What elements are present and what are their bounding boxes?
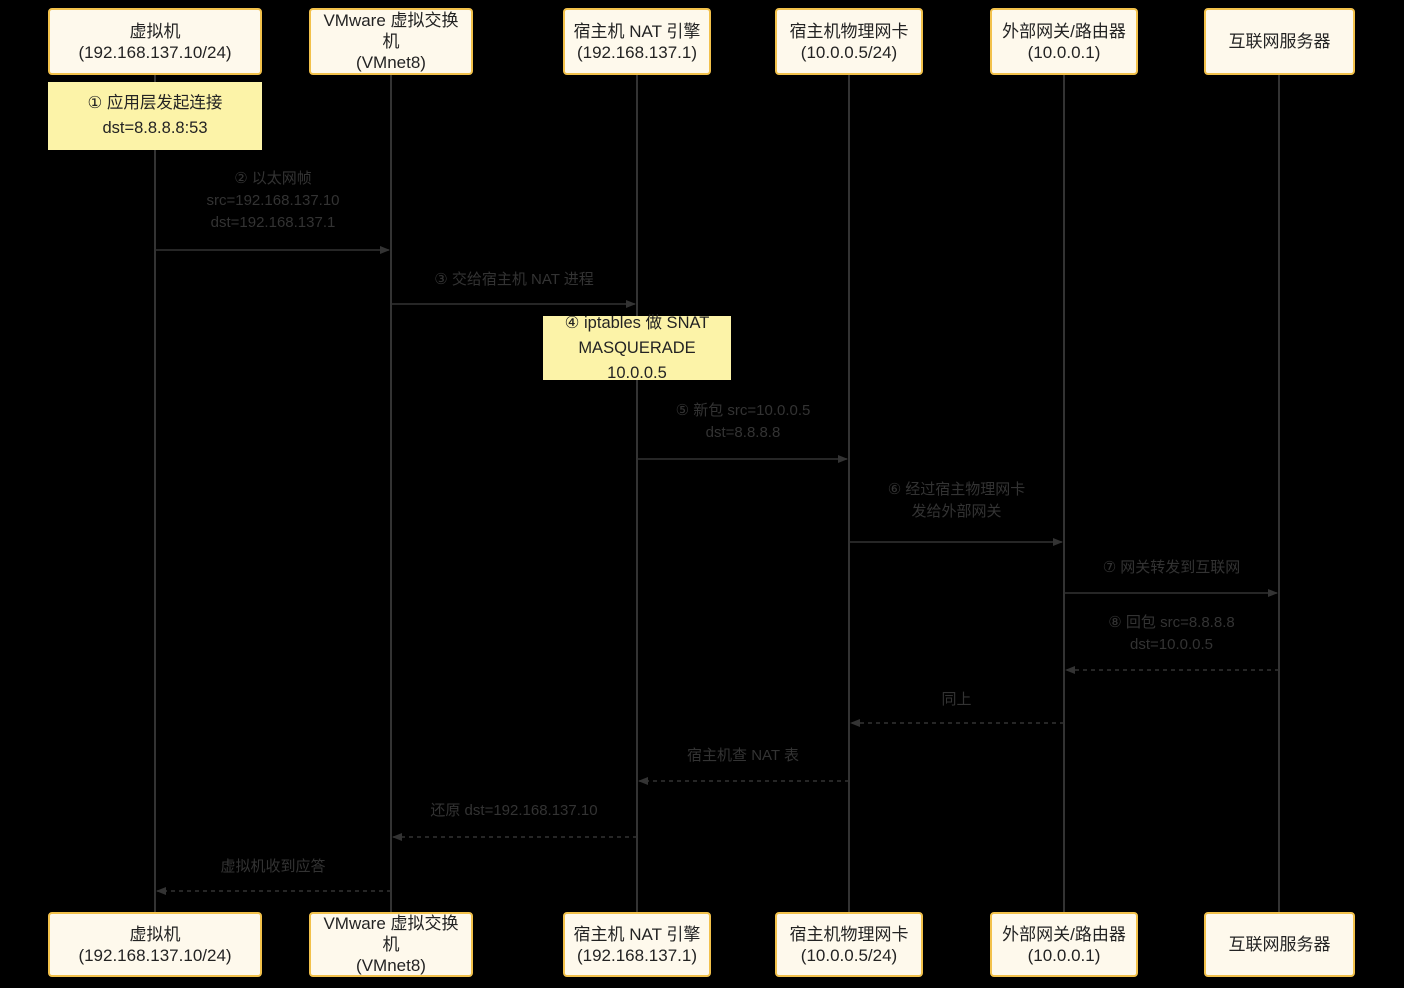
message-label-msg-9: 同上 [941, 691, 972, 708]
participant-nic-bottom[interactable]: 宿主机物理网卡 (10.0.0.5/24) [775, 912, 923, 977]
participant-gw-top[interactable]: 外部网关/路由器 (10.0.0.1) [990, 8, 1138, 75]
participant-server-bottom[interactable]: 互联网服务器 [1204, 912, 1355, 977]
participant-vm-bottom[interactable]: 虚拟机(192.168.137.10/24) [48, 912, 262, 977]
participant-nic-top[interactable]: 宿主机物理网卡 (10.0.0.5/24) [775, 8, 923, 75]
note-note-4: ④ iptables 做 SNAT MASQUERADE 10.0.0.5 [543, 314, 731, 382]
note-text: ④ iptables 做 SNAT MASQUERADE 10.0.0.5 [564, 313, 710, 382]
message-label-msg-2: ② 以太网帧 src=192.168.137.10 dst=192.168.13… [206, 170, 340, 231]
participant-label: 宿主机物理网卡 (10.0.0.5/24) [789, 21, 909, 62]
note-text: ① 应用层发起连接 dst=8.8.8.8:53 [87, 94, 223, 137]
participant-label: 互联网服务器 [1228, 32, 1331, 51]
message-label-msg-5: ⑤ 新包 src=10.0.0.5 dst=8.8.8.8 [675, 402, 811, 441]
participant-label: 外部网关/路由器 (10.0.0.1) [1002, 924, 1126, 965]
participant-server-top[interactable]: 互联网服务器 [1204, 8, 1355, 75]
participant-label: 虚拟机(192.168.137.10/24) [78, 21, 232, 62]
participant-label: 宿主机 NAT 引擎 (192.168.137.1) [573, 21, 701, 62]
participant-vswitch-top[interactable]: VMware 虚拟交换机 (VMnet8) [309, 8, 473, 75]
message-label-msg-12: 虚拟机收到应答 [220, 858, 326, 875]
message-label-msg-11: 还原 dst=192.168.137.10 [430, 802, 598, 819]
participant-label: 虚拟机(192.168.137.10/24) [78, 924, 232, 965]
participant-label: 宿主机 NAT 引擎 (192.168.137.1) [573, 924, 701, 965]
participant-label: 互联网服务器 [1228, 935, 1331, 954]
participant-nat-top[interactable]: 宿主机 NAT 引擎 (192.168.137.1) [563, 8, 711, 75]
message-label-msg-3: ③ 交给宿主机 NAT 进程 [434, 271, 594, 288]
participant-gw-bottom[interactable]: 外部网关/路由器 (10.0.0.1) [990, 912, 1138, 977]
message-label-msg-6: ⑥ 经过宿主物理网卡 发给外部网关 [887, 481, 1026, 520]
message-label-msg-7: ⑦ 网关转发到互联网 [1102, 559, 1241, 576]
participant-label: 宿主机物理网卡 (10.0.0.5/24) [789, 924, 909, 965]
participant-vswitch-bottom[interactable]: VMware 虚拟交换机 (VMnet8) [309, 912, 473, 977]
note-note-1: ① 应用层发起连接 dst=8.8.8.8:53 [48, 82, 262, 150]
message-label-msg-8: ⑧ 回包 src=8.8.8.8 dst=10.0.0.5 [1108, 614, 1235, 653]
participant-nat-bottom[interactable]: 宿主机 NAT 引擎 (192.168.137.1) [563, 912, 711, 977]
participant-vm-top[interactable]: 虚拟机(192.168.137.10/24) [48, 8, 262, 75]
message-label-msg-10: 宿主机查 NAT 表 [687, 747, 799, 764]
participant-label: VMware 虚拟交换机 (VMnet8) [323, 914, 459, 975]
participant-label: VMware 虚拟交换机 (VMnet8) [323, 11, 459, 72]
participant-label: 外部网关/路由器 (10.0.0.1) [1002, 21, 1126, 62]
